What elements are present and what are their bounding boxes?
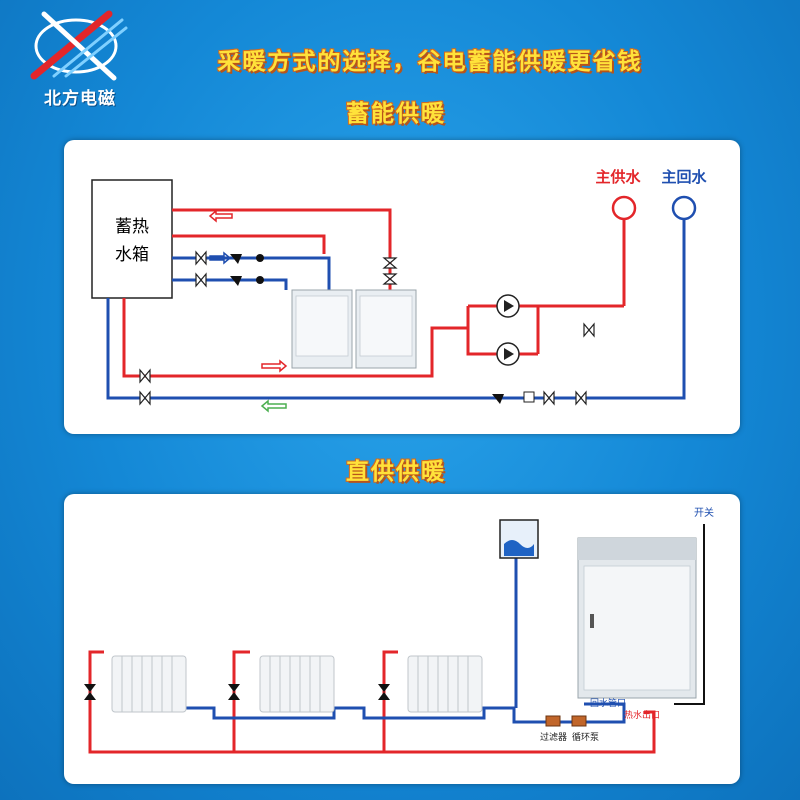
valve-icon xyxy=(195,250,207,266)
flow-arrows xyxy=(208,209,288,413)
storage-heating-diagram: 蓄热 水箱 主供水 主回水 xyxy=(64,140,740,434)
valve-icon xyxy=(228,684,240,692)
fittings xyxy=(230,254,535,404)
boiler-units xyxy=(291,289,417,369)
storage-section-title: 蓄能供暖 xyxy=(346,101,446,127)
filter-icon xyxy=(545,715,561,727)
valves xyxy=(139,250,595,406)
direct-section-title: 直供供暖 xyxy=(346,459,446,485)
main-return-label: 主回水 xyxy=(661,168,707,186)
valve-icon xyxy=(195,272,207,288)
radiator-3 xyxy=(407,655,483,713)
arrow-right-icon xyxy=(261,359,288,373)
cold-pipes xyxy=(106,198,686,400)
direct-heating-diagram: 开关 回水管口 热水出口 过滤器 循环泵 xyxy=(64,494,740,784)
valve-icon xyxy=(583,322,595,338)
valve-icon xyxy=(575,390,587,406)
arrow-right-icon xyxy=(209,251,232,265)
radiator-2 xyxy=(259,655,335,713)
page-title: 采暖方式的选择，谷电蓄能供暖更省钱 xyxy=(217,49,643,75)
pump-label: 循环泵 xyxy=(572,731,599,743)
arrow-left-icon xyxy=(260,399,287,413)
main-supply-label: 主供水 xyxy=(595,168,641,186)
cold-return-pipe xyxy=(184,558,626,724)
power-cable xyxy=(674,524,705,705)
valve-icon xyxy=(382,257,398,269)
switch-label: 开关 xyxy=(694,506,714,519)
hot-water-outlet-label: 热水出口 xyxy=(624,709,660,721)
radiator-valves xyxy=(84,684,390,700)
valve-icon xyxy=(84,684,96,692)
pump-icon xyxy=(571,715,587,727)
valve-icon xyxy=(543,390,555,406)
radiator-1 xyxy=(111,655,187,713)
radiators xyxy=(111,655,483,713)
storage-tank-label-1: 蓄热 xyxy=(115,217,149,237)
arrow-left-icon xyxy=(208,209,233,223)
circulation-pumps xyxy=(496,294,520,366)
filter-and-pump xyxy=(545,715,587,727)
main-return-port xyxy=(671,195,697,221)
valve-icon xyxy=(139,368,151,384)
valve-icon xyxy=(378,684,390,692)
brand-logo-icon xyxy=(30,10,128,81)
valve-icon xyxy=(139,390,151,406)
return-port-label: 回水管口 xyxy=(590,697,626,709)
electric-boiler xyxy=(577,537,697,699)
main-supply-port xyxy=(611,195,637,221)
filter-label: 过滤器 xyxy=(540,731,567,743)
brand-logo xyxy=(14,6,144,106)
storage-tank-label-2: 水箱 xyxy=(115,245,149,265)
storage-tank xyxy=(91,179,173,299)
valve-icon xyxy=(382,273,398,285)
brand-name: 北方电磁 xyxy=(44,89,116,109)
